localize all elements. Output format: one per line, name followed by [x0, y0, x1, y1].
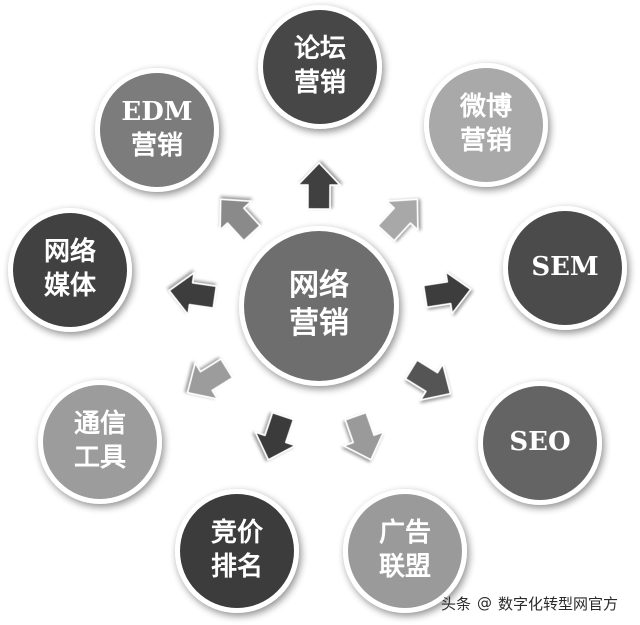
node-center-label-line-1: 网络 — [289, 268, 349, 303]
node-weibo-label-line-2: 营销 — [460, 126, 512, 156]
arrow-to-weibo-icon — [377, 198, 419, 242]
node-net-media-disc — [13, 213, 127, 327]
node-center-label-line-2: 营销 — [289, 306, 349, 341]
arrow-to-alliance-icon — [343, 411, 385, 461]
arrow-to-net-media-icon — [168, 272, 218, 316]
node-edm: EDM 营销 — [95, 68, 219, 192]
arrow-to-forum-icon — [297, 162, 341, 210]
arrow-to-seo-icon — [404, 359, 452, 401]
watermark-at-sign: @ — [476, 594, 492, 612]
node-seo: SEO — [478, 381, 602, 505]
node-forum-disc — [263, 10, 377, 124]
node-ranking-disc — [180, 494, 294, 608]
node-seo-label-line-1: SEO — [509, 427, 570, 457]
node-alliance-label-line-1: 广告 — [379, 518, 431, 548]
node-edm-label-line-1: EDM — [121, 97, 192, 127]
watermark-account: 数字化转型网官方 — [497, 594, 618, 613]
node-edm-disc — [100, 73, 214, 187]
node-sem-disc — [508, 211, 622, 325]
node-im-tools-label-line-1: 通信 — [74, 409, 126, 439]
node-edm-label-line-2: 营销 — [131, 131, 183, 161]
node-alliance-label-line-2: 联盟 — [379, 552, 431, 582]
node-ranking-label-line-2: 排名 — [211, 551, 263, 582]
node-net-media-label-line-1: 网络 — [44, 236, 96, 267]
arrow-to-edm-icon — [219, 198, 261, 242]
node-forum-label-line-1: 论坛 — [294, 34, 346, 64]
arrow-to-im-tools-icon — [186, 358, 234, 400]
node-weibo-label-line-1: 微博 — [459, 91, 512, 122]
node-center-disc — [244, 231, 394, 381]
watermark-platform: 头条 — [440, 594, 471, 613]
node-ranking-label-line-1: 竞价 — [211, 517, 264, 548]
node-net-media-label-line-2: 媒体 — [44, 271, 97, 301]
node-alliance-disc — [348, 494, 462, 608]
node-weibo-disc — [429, 68, 543, 182]
arrow-to-ranking-icon — [254, 411, 297, 461]
node-im-tools-label-line-2: 工具 — [74, 443, 126, 473]
node-sem: SEM — [503, 206, 627, 330]
arrow-to-sem-icon — [422, 271, 472, 315]
node-forum-label-line-2: 营销 — [294, 68, 346, 98]
node-seo-disc — [483, 386, 597, 500]
node-im-tools-disc — [43, 385, 157, 499]
node-sem-label-line-1: SEM — [531, 252, 598, 282]
watermark: 头条 @ 数字化转型网官方 — [441, 591, 618, 615]
arrow-layer — [168, 162, 472, 461]
